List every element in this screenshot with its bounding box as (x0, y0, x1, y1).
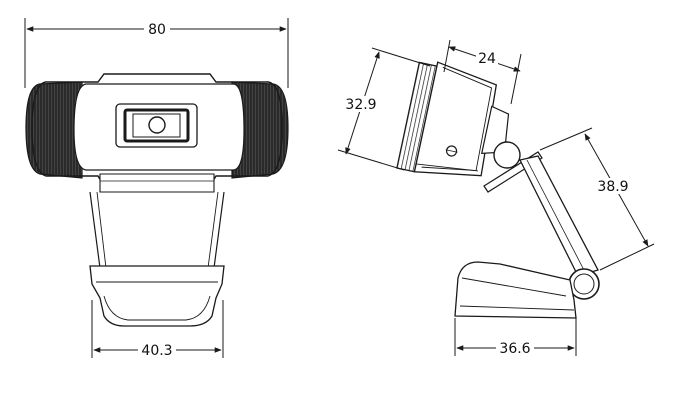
camera-chin (99, 173, 215, 193)
depth-ext-right (510, 53, 522, 105)
upper-pivot (493, 141, 521, 169)
front-view: 80 40.3 (24, 18, 289, 359)
right-grip (231, 81, 289, 179)
depth-label: 24 (478, 51, 496, 67)
front-clip-base (89, 265, 225, 327)
arm-label: 38.9 (597, 179, 628, 195)
camera-body-outline (31, 73, 283, 187)
arm-ext-bottom (599, 243, 655, 271)
lens-icon (148, 116, 166, 134)
side-view: 24 32.9 38.9 36.6 (337, 39, 655, 357)
depth-ext-left (443, 39, 451, 73)
front-width-label: 80 (148, 22, 166, 38)
front-neck (89, 191, 225, 269)
height-label: 32.9 (345, 97, 376, 113)
stand-arm (519, 155, 599, 277)
side-camera-body (396, 61, 510, 177)
height-ext-top (371, 47, 431, 67)
arm-ext-top (539, 127, 593, 151)
height-ext-bottom (337, 149, 405, 171)
side-base-foot (454, 261, 577, 319)
left-grip (25, 81, 83, 179)
base-width-label: 40.3 (141, 343, 172, 359)
base-depth-label: 36.6 (499, 341, 530, 357)
